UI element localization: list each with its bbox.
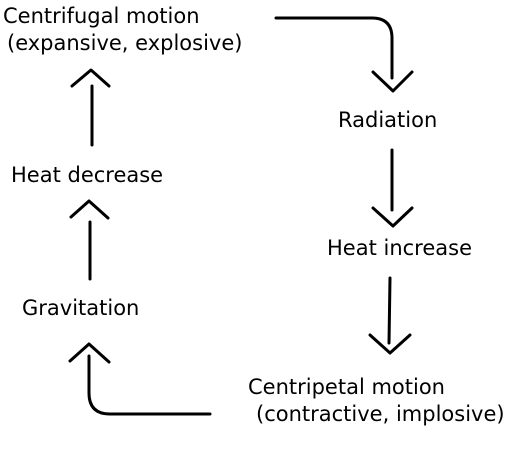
arrowhead-centripetal (368, 333, 412, 355)
heat-increase-label: Heat increase (327, 236, 473, 260)
arrowhead-heat-increase (371, 206, 414, 228)
centripetal-subtitle: (contractive, implosive) (256, 402, 505, 426)
arrow-centrifugal-to-radiation (274, 16, 394, 80)
centripetal-title: Centripetal motion (248, 375, 445, 399)
heat-decrease-label: Heat decrease (11, 163, 164, 187)
radiation-label: Radiation (338, 108, 438, 132)
arrow-centripetal-to-gravitation (87, 354, 212, 416)
node-heat-decrease: Heat decrease (11, 162, 163, 189)
arrowhead-gravitation (68, 342, 111, 364)
node-centrifugal-motion: Centrifugal motion (expansive, explosive… (3, 3, 242, 57)
centrifugal-subtitle: (expansive, explosive) (7, 31, 243, 55)
arrowhead-centrifugal (70, 68, 111, 88)
node-radiation: Radiation (338, 107, 437, 134)
arrowhead-radiation (371, 70, 414, 93)
arrow-heat-increase-to-centripetal (387, 276, 392, 345)
gravitation-label: Gravitation (22, 296, 140, 320)
node-gravitation: Gravitation (22, 295, 139, 322)
centrifugal-title: Centrifugal motion (3, 4, 200, 28)
node-heat-increase: Heat increase (327, 235, 472, 262)
node-centripetal-motion: Centripetal motion (contractive, implosi… (248, 374, 505, 428)
arrowhead-heat-decrease (69, 199, 110, 220)
